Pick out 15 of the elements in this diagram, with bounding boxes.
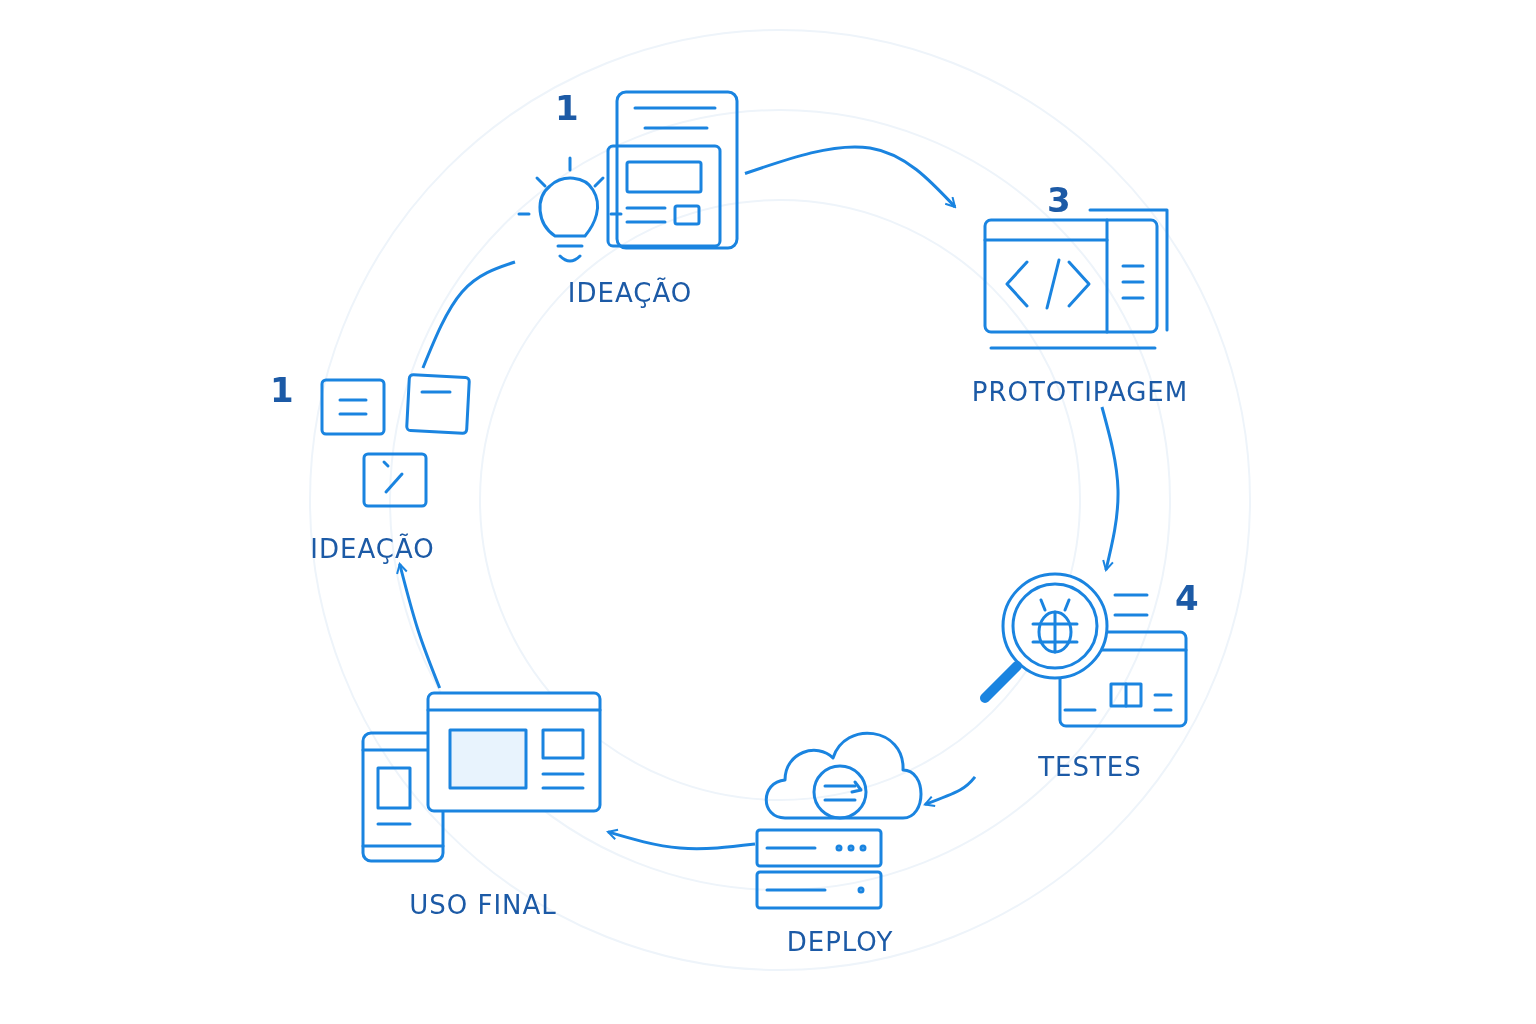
arrow <box>744 145 957 208</box>
step-label: TESTES <box>1038 752 1142 782</box>
step-label: IDEAÇÃO <box>310 534 435 564</box>
arrow <box>396 563 442 689</box>
step-label: PROTOTIPAGEM <box>971 377 1189 407</box>
step-number: 4 <box>1175 578 1199 618</box>
step-label: IDEAÇÃO <box>567 278 693 308</box>
arrow <box>924 775 977 807</box>
arrow <box>1100 406 1120 571</box>
step-number: 3 <box>1047 180 1071 220</box>
step-number: 1 <box>555 88 579 128</box>
arrow <box>607 828 756 851</box>
step-number: 1 <box>270 370 294 410</box>
step-label: DEPLOY <box>786 927 894 957</box>
step-label: USO FINAL <box>409 890 557 920</box>
